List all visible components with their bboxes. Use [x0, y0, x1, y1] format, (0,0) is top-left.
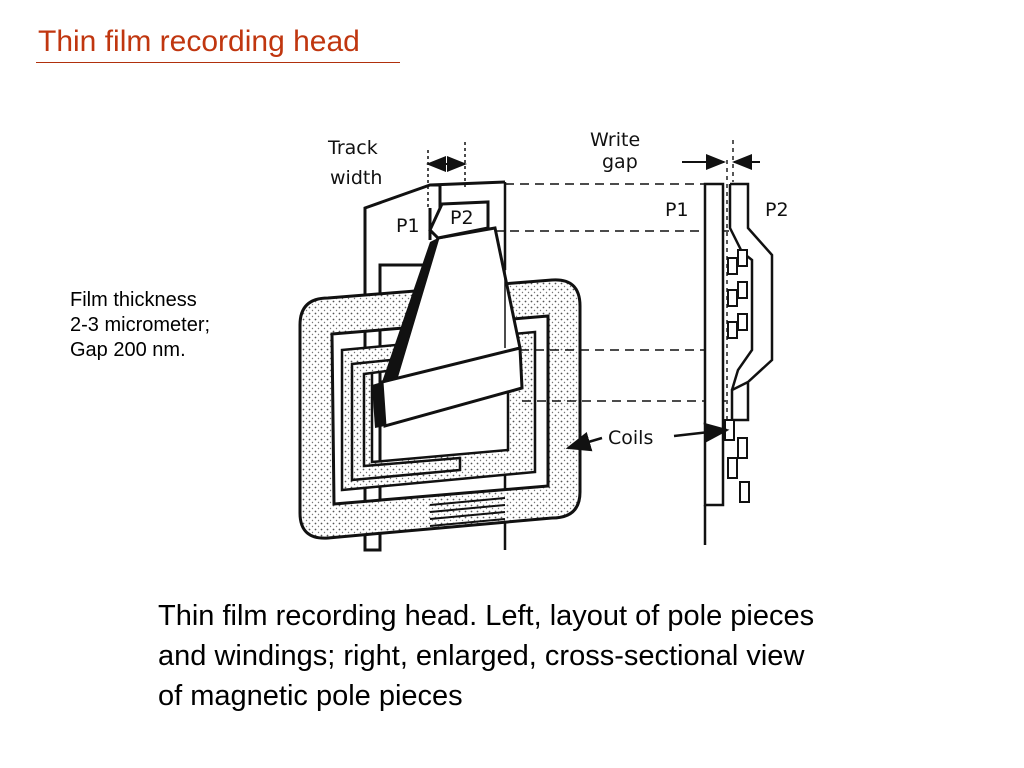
track-label-line-2: width	[330, 167, 382, 189]
write-gap-line-2: gap	[602, 151, 638, 173]
note-line-1: Film thickness	[70, 289, 197, 311]
pole-layout: Track width P1 P2	[298, 137, 582, 552]
p1-right-label: P1	[665, 199, 689, 221]
lead-hatching	[429, 497, 506, 527]
slide-title: Thin film recording head	[38, 25, 360, 58]
p2-left-label: P2	[450, 207, 474, 229]
p1-section	[703, 182, 725, 507]
track-label-line-1: Track	[327, 137, 378, 159]
note-line-2: 2-3 micrometer;	[70, 314, 211, 336]
write-gap-line-1: Write	[590, 129, 640, 151]
coil-sections	[724, 249, 750, 503]
coils-label: Coils	[608, 427, 653, 449]
title-underline	[36, 62, 400, 63]
caption-line-1: Thin film recording head. Left, layout o…	[158, 600, 815, 632]
p1-left-label: P1	[396, 215, 420, 237]
projection-lines	[495, 183, 730, 402]
caption-line-3: of magnetic pole pieces	[158, 680, 463, 712]
figure-caption: Thin film recording head. Left, layout o…	[158, 596, 958, 716]
caption-line-2: and windings; right, enlarged, cross-sec…	[158, 640, 805, 672]
cross-section: Write gap P1 P2 Coils	[565, 129, 789, 545]
p2-pole-tip	[428, 200, 490, 240]
p2-section	[730, 182, 774, 422]
note-line-3: Gap 200 nm.	[70, 339, 186, 361]
recording-head-diagram: Track width P1 P2	[298, 129, 789, 552]
p2-right-label: P2	[765, 199, 789, 221]
film-thickness-note: Film thickness 2-3 micrometer; Gap 200 n…	[70, 288, 210, 363]
